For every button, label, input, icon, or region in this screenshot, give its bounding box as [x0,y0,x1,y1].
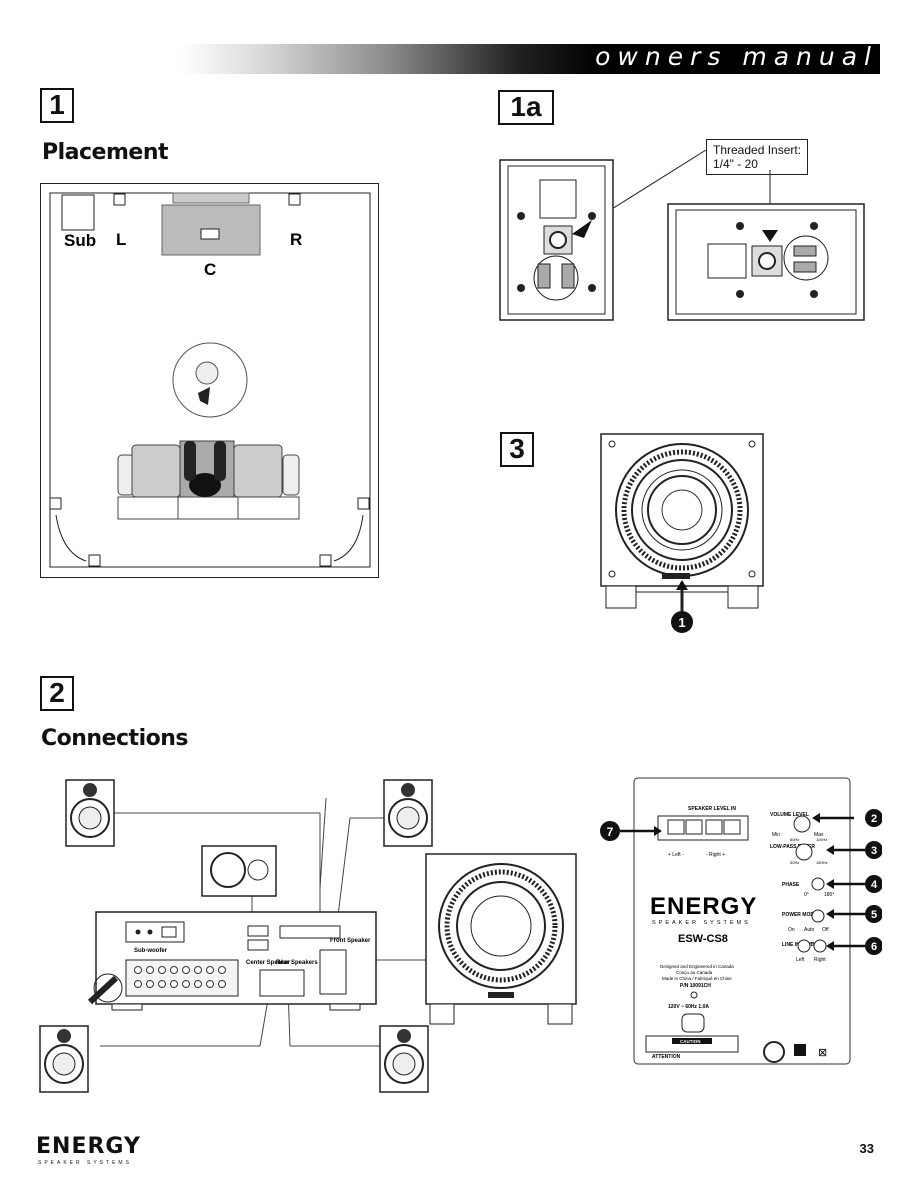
svg-text:80Hz: 80Hz [790,837,799,842]
subwoofer-connection [425,853,577,1025]
svg-text:POWER MODE: POWER MODE [782,912,818,918]
center-label: C [204,260,216,279]
sub-box [61,194,95,231]
volume-knob [793,815,811,833]
svg-text:0°: 0° [804,892,809,898]
subwoofer-front-diagram: 1 [600,433,764,633]
threaded-insert-callout: Threaded Insert: 1/4" - 20 [706,139,809,175]
svg-text:CAUTION: CAUTION [680,1039,701,1044]
svg-text:On: On [788,927,795,933]
svg-text:110Hz: 110Hz [816,837,827,842]
callout-1 [671,611,693,633]
section-1-title: Placement [42,140,169,165]
svg-text:7: 7 [607,825,614,839]
section-1-number: 1 [40,88,74,123]
power-mode-switch [811,909,825,923]
callout-7 [600,821,620,841]
couch-icon [117,440,300,520]
svg-text:PHASE: PHASE [782,882,800,888]
receiver-back: Sub-woofer Center Speaker Rear Speakers … [95,911,377,1011]
footer-logo: ENERGY [36,1134,141,1159]
svg-text:50Hz: 50Hz [790,860,799,865]
svg-text:VOLUME LEVEL: VOLUME LEVEL [770,812,809,818]
phase-switch [811,877,825,891]
svg-text:Front Speaker: Front Speaker [330,938,371,944]
rear-right [319,554,332,567]
svg-text:P/N 10091CH: P/N 10091CH [680,983,711,989]
svg-text:2: 2 [871,813,877,825]
svg-text:Left: Left [796,957,805,963]
svg-text:Conçu au Canada: Conçu au Canada [676,970,713,975]
speaker-top-left [65,779,115,847]
callout-2-badge: 2 [865,809,882,827]
svg-text:LOW-PASS FILTER: LOW-PASS FILTER [770,844,815,850]
sub-label: Sub [64,231,96,250]
speaker-top-right [383,779,433,847]
surround-right [357,497,370,510]
callout-6-badge: 6 [865,937,882,955]
svg-text:Min: Min [772,832,780,838]
callout-4-badge: 4 [865,875,882,893]
callout-3-badge: 3 [865,841,882,859]
connections-diagram: Sub-woofer Center Speaker Rear Speakers … [39,779,577,1093]
svg-text:150Hz: 150Hz [816,860,828,865]
svg-text:180°: 180° [824,892,834,898]
svg-text:Right: Right [814,957,826,963]
tv-icon [161,192,261,256]
section-2-title: Connections [41,726,188,751]
callout-5-badge: 5 [865,905,882,923]
rear-panel: SPEAKER LEVEL IN + Left - - Right + 7 VO… [600,777,854,1065]
svg-text:Center Speaker: Center Speaker [246,960,291,966]
svg-text:Designed and Engineered in Can: Designed and Engineered in Canada [660,964,734,969]
section-1a-number: 1a [498,90,554,125]
speaker-level-in-label: SPEAKER LEVEL IN [688,806,736,812]
header-bar [180,44,880,74]
page-number: 33 [859,1141,874,1156]
svg-text:Max: Max [814,832,824,838]
rca-cable [87,973,123,1005]
callout-line-1: Threaded Insert: [713,143,802,157]
left-speaker [113,193,126,206]
center-speaker [201,845,277,897]
line-in-left [797,939,811,953]
callout-line-2: 1/4" - 20 [713,157,758,171]
lowpass-knob [795,843,813,861]
panel-callouts: 2 3 4 5 6 [826,809,882,955]
svg-text:SPEAKER SYSTEMS: SPEAKER SYSTEMS [652,920,751,926]
svg-text:4: 4 [871,879,878,891]
mounting-diagram [499,150,865,321]
callout-2 [812,813,854,823]
svg-text:- Right +: - Right + [706,852,725,858]
section-3-number: 3 [500,432,534,467]
svg-text:6: 6 [871,941,877,953]
right-label: R [290,230,302,249]
svg-text:3: 3 [871,845,877,857]
svg-text:Rear Speakers: Rear Speakers [276,960,318,966]
svg-text:+ Left -: + Left - [668,852,684,858]
left-label: L [116,230,126,249]
svg-text:ATTENTION: ATTENTION [652,1054,681,1060]
placement-diagram: Sub L R C [40,183,379,578]
svg-text:Off: Off [822,927,829,933]
header-title: owners manual [595,42,878,71]
svg-text:5: 5 [871,909,877,921]
svg-text:Auto: Auto [804,927,815,933]
rear-left [88,554,101,567]
footer-logo-sub: SPEAKER SYSTEMS [38,1160,132,1166]
svg-text:120V ~ 60Hz 1.0A: 120V ~ 60Hz 1.0A [668,1004,709,1010]
surround-left [49,497,62,510]
speaker-bottom-right [379,1025,429,1093]
speaker-bottom-left [39,1025,89,1093]
panel-brand: ENERGY [650,893,757,920]
panel-model: ESW-CS8 [678,933,728,945]
receiver-subwoofer-label: Sub-woofer [134,948,168,954]
svg-text:Made in China / Fabriqué en Ch: Made in China / Fabriqué en Chine [662,976,732,981]
weee-icon: ⊠ [818,1047,827,1059]
section-2-number: 2 [40,676,74,711]
right-speaker [288,193,301,206]
svg-text:1: 1 [678,615,685,630]
